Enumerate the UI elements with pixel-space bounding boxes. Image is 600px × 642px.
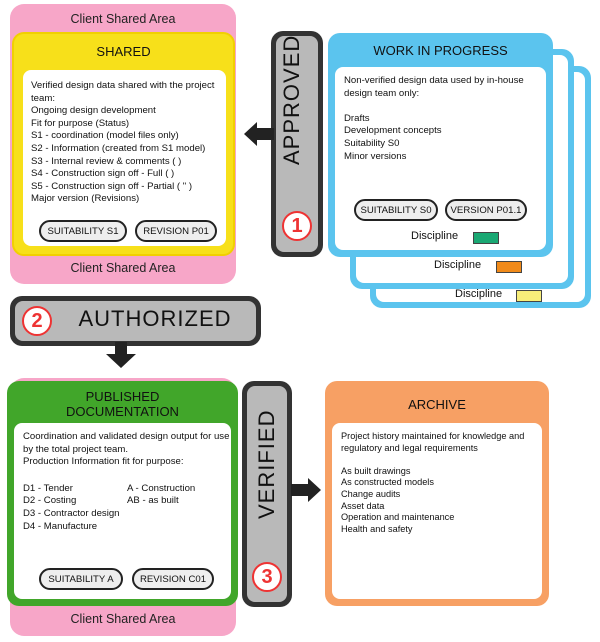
published-purpose-item: D3 - Contractor design [23, 507, 120, 519]
published-panel: PUBLISHED DOCUMENTATION Coordination and… [7, 381, 238, 606]
wip-text-line: Suitability S0 [344, 137, 400, 149]
archive-text-line: As built drawings [341, 465, 411, 476]
wip-text-line: design team only: [344, 87, 420, 99]
published-purpose-item: A - Construction [127, 482, 196, 494]
verified-step-number: 3 [252, 562, 282, 592]
archive-text-line: Project history maintained for knowledge… [341, 431, 525, 441]
discipline-flag-green [473, 232, 499, 244]
wip-lines: Non-verified design data used by in-hous… [344, 75, 537, 163]
shared-body: Verified design data shared with the pro… [23, 70, 226, 246]
authorized-step-number: 2 [22, 306, 52, 336]
published-title-line-2: DOCUMENTATION [66, 404, 179, 419]
published-purpose-item: D1 - Tender [23, 482, 73, 494]
arrow-right-icon [291, 478, 321, 502]
archive-panel: ARCHIVE Project history maintained for k… [325, 381, 549, 606]
shared-text-line: S1 - coordination (model files only) [31, 130, 179, 142]
approved-step-number: 1 [282, 211, 312, 241]
published-purpose-item: AB - as built [127, 495, 179, 507]
wip-panel: WORK IN PROGRESS Non-verified design dat… [328, 33, 553, 257]
suitability-s1-button[interactable]: SUITABILITY S1 [39, 220, 127, 242]
shared-text-line: S2 - Information (created from S1 model) [31, 142, 206, 154]
archive-text-line: Health and safety [341, 523, 413, 534]
published-text-line: by the total project team. [23, 443, 129, 455]
archive-title: ARCHIVE [408, 397, 466, 412]
published-purpose-item: D2 - Costing [23, 495, 77, 507]
archive-text-line: Asset data [341, 500, 385, 511]
version-p01-1-button[interactable]: VERSION P01.1 [445, 199, 527, 221]
verified-label: VERIFIED [254, 409, 279, 519]
archive-lines: Project history maintained for knowledge… [341, 431, 533, 535]
discipline-label-1: Discipline [411, 230, 459, 242]
shared-text-line: Fit for purpose (Status) [31, 117, 130, 129]
archive-text-line [341, 454, 533, 466]
shared-text-line: Verified design data shared with the pro… [31, 80, 215, 91]
shared-panel: SHARED Verified design data shared with … [12, 32, 235, 256]
wip-text-line: Development concepts [344, 125, 442, 137]
shared-lines: Verified design data shared with the pro… [31, 80, 218, 206]
client-shared-area-label-top: Client Shared Area [70, 12, 176, 26]
discipline-label-3: Discipline [455, 288, 503, 300]
authorized-gate-inner [15, 301, 256, 341]
approved-label: APPROVED [279, 34, 304, 165]
revision-p01-button[interactable]: REVISION P01 [135, 220, 217, 242]
revision-c01-button[interactable]: REVISION C01 [132, 568, 214, 590]
archive-body: Project history maintained for knowledge… [332, 423, 542, 599]
wip-text-line [344, 100, 537, 113]
shared-text-line: S4 - Construction sign off - Full ( ) [31, 168, 175, 180]
published-purpose-item: D4 - Manufacture [23, 520, 98, 532]
wip-text-line: Non-verified design data used by in-hous… [344, 75, 524, 86]
discipline-flag-orange [496, 261, 522, 273]
archive-text-line: regulatory and legal requirements [341, 442, 478, 453]
authorized-label: AUTHORIZED [78, 306, 232, 331]
wip-text-line: Drafts [344, 112, 370, 124]
client-shared-area-label-bottom: Client Shared Area [70, 261, 176, 275]
archive-text-line: Operation and maintenance [341, 512, 455, 523]
shared-text-line: Major version (Revisions) [31, 193, 140, 205]
wip-body: Non-verified design data used by in-hous… [335, 67, 546, 250]
published-title-line-1: PUBLISHED [85, 389, 160, 404]
arrow-left-icon [244, 122, 274, 146]
published-text-line: Production Information fit for purpose: [23, 456, 184, 468]
suitability-s0-button[interactable]: SUITABILITY S0 [354, 199, 438, 221]
shared-text-line: Ongoing design development [31, 105, 156, 117]
arrow-down-icon [106, 342, 136, 368]
client-shared-area-label-bottom-2: Client Shared Area [70, 612, 176, 626]
wip-text-line: Minor versions [344, 150, 407, 162]
shared-text-line: S3 - Internal review & comments ( ) [31, 155, 182, 167]
published-text-line: Coordination and validated design output… [23, 431, 230, 442]
archive-text-line: Change audits [341, 488, 401, 499]
published-lines: Coordination and validated design output… [23, 431, 230, 469]
suitability-a-button[interactable]: SUITABILITY A [39, 568, 123, 590]
discipline-flag-yellow [516, 290, 542, 302]
shared-text-line: S5 - Construction sign off - Partial ( "… [31, 180, 193, 192]
wip-title: WORK IN PROGRESS [373, 43, 508, 58]
archive-text-line: As constructed models [341, 477, 434, 488]
shared-text-line: team: [31, 92, 55, 104]
shared-title: SHARED [96, 44, 151, 59]
discipline-label-2: Discipline [434, 259, 482, 271]
